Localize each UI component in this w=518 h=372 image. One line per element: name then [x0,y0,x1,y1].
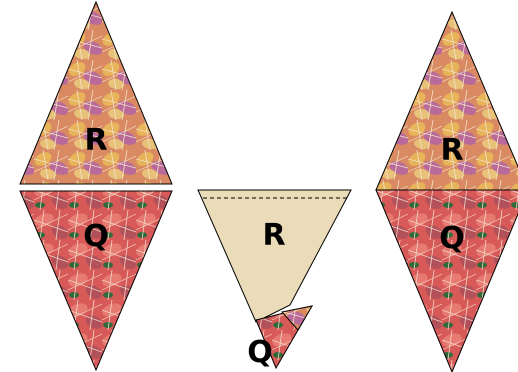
right-upper-label: R [440,133,463,168]
right-lower-label: Q [439,221,465,256]
right-rhombus: R Q [376,12,518,372]
left-upper-label: R [84,123,107,158]
right-lower-triangle [376,190,518,372]
middle-lower-label: Q [247,335,273,370]
left-lower-triangle [20,191,172,370]
middle-folded-shape: R Q [198,190,351,370]
left-rhombus: R Q [20,2,172,370]
middle-paper-body [198,190,351,322]
middle-upper-label: R [262,218,285,253]
left-lower-label: Q [83,219,109,254]
